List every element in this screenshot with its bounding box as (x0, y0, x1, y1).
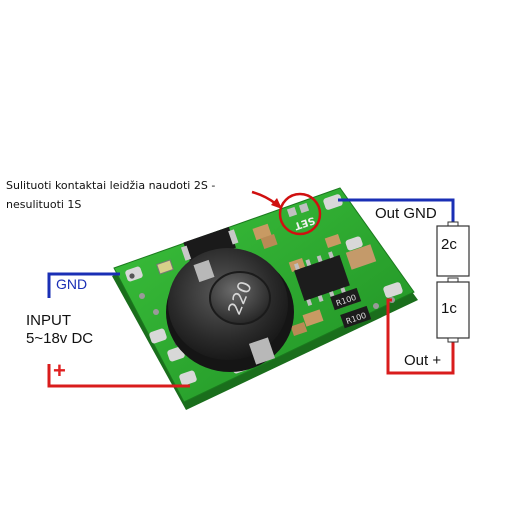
battery-cell-1c (436, 277, 470, 343)
annotation-arrow (251, 190, 282, 209)
annotation-line-1: Sulituoti kontaktai leidžia naudoti 2S - (6, 179, 216, 192)
led-component (156, 259, 174, 275)
jumper-annotation: Sulituoti kontaktai leidžia naudoti 2S -… (6, 176, 215, 214)
diode-component (180, 226, 239, 264)
input-title: INPUT (26, 312, 71, 329)
input-gnd-wire (47, 272, 120, 298)
annotation-line-2: nesulituoti 1S (6, 198, 82, 211)
battery-cell-2c (436, 221, 470, 277)
input-plus-wire (47, 364, 190, 388)
output-plus-label: Out + (404, 352, 442, 369)
resistor-r100-b: R100 (340, 305, 372, 329)
output-gnd-label: Out GND (375, 205, 437, 222)
input-plus-symbol: + (53, 358, 66, 383)
resistor-r100-a: R100 (330, 287, 362, 311)
inductor-component: 220 (166, 248, 294, 372)
cell-2c-label: 2c (441, 236, 457, 253)
set-highlight-circle (278, 192, 322, 236)
input-gnd-label: GND (56, 276, 88, 292)
output-gnd-wire (338, 198, 455, 224)
output-plus-wire (386, 298, 455, 375)
input-voltage: 5~18v DC (26, 330, 94, 347)
cell-1c-label: 1c (441, 300, 457, 317)
